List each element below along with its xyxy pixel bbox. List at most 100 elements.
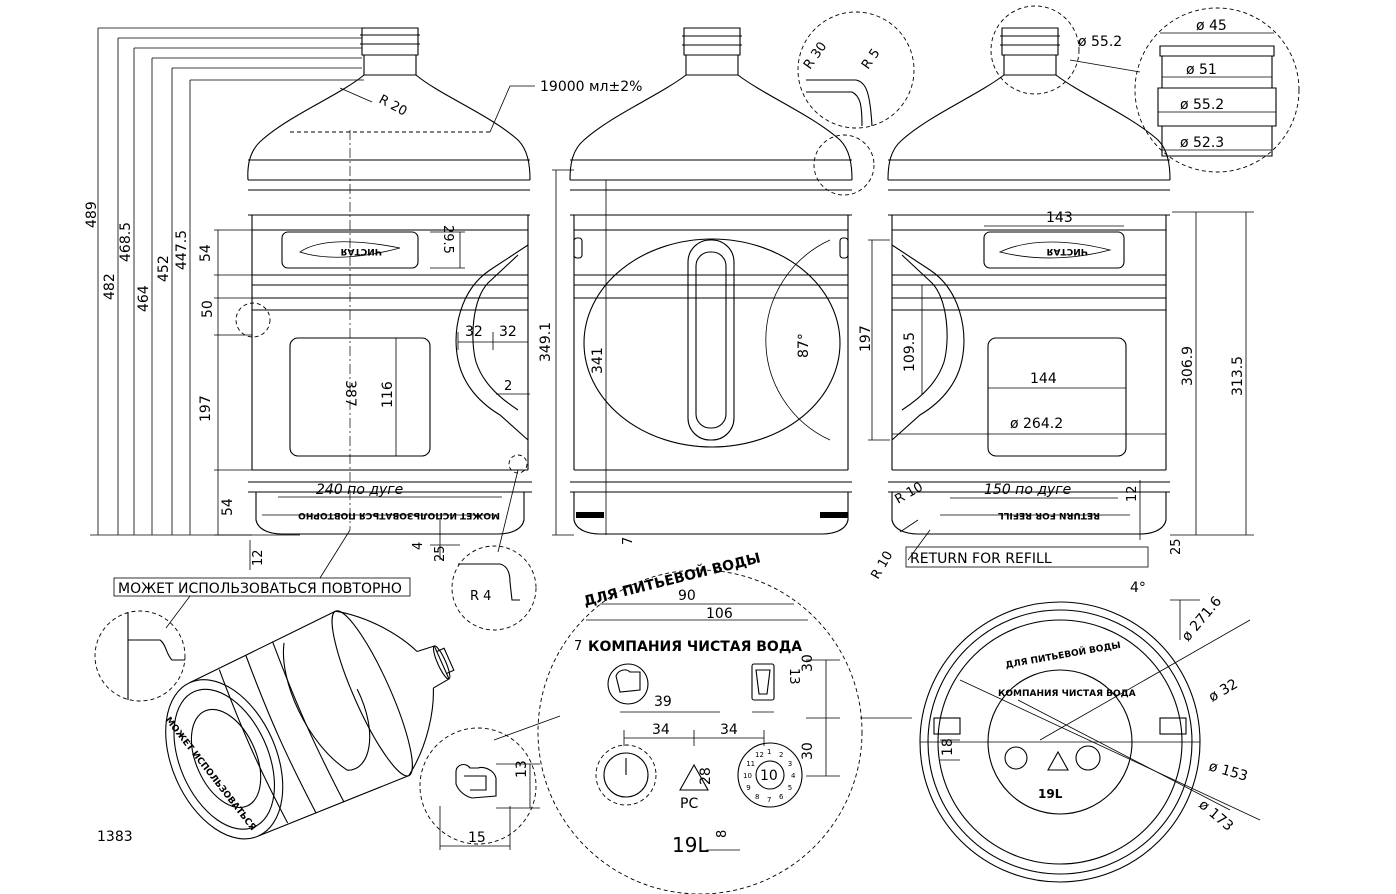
dim-54-top: 54 [198,244,214,262]
front-base-text: МОЖЕТ ИСПОЛЬЗОВАТЬСЯ ПОВТОРНО [298,510,500,520]
side-view: 349.1 341 87° [538,27,875,536]
logo-text-front: ЧИСТАЯ [340,246,382,256]
date-wheel-number: 7 [767,796,771,804]
back-view: ЧИСТАЯ RETURN FOR REFILL 143 197 109.5 1… [858,5,1254,582]
dim-neck-51: ø 51 [1186,62,1217,78]
date-wheel-number: 2 [779,751,783,759]
dim-87-deg: 87° [796,333,812,358]
detail-radius: R 30 R 5 [797,11,915,129]
bottom-view-volume: 19L [1038,787,1063,801]
dim-32-bottom: ø 32 [1206,676,1241,705]
front-internal-dims: 29.5 387 116 32 32 2 240 по дуге 12 4 25… [113,225,537,631]
recycle-28: 28 [698,767,714,785]
dim-r10b: R 10 [868,549,896,582]
dim-50: 50 [200,300,216,318]
date-wheel-number: 3 [788,760,792,768]
date-wheel-number: 9 [746,784,750,792]
dim-8: 8 [715,830,730,838]
dim-r10a: R 10 [893,480,926,508]
dim-447-5: 447.5 [174,230,190,270]
dim-13a: 13 [786,668,801,685]
dim-39: 39 [654,694,672,710]
dim-32a: 32 [465,324,483,340]
dim-197-back: 197 [858,325,874,352]
iso-ring-text: МОЖЕТ ИСПОЛЬЗОВАТЬСЯ [163,716,258,833]
logo-detail: 15 13 [419,715,561,850]
recycle-pc: PC [680,796,698,812]
date-wheel-number: 6 [779,793,784,801]
dim-144: 144 [1030,371,1057,387]
dim-7b: 7 [574,639,582,654]
dim-106: 106 [706,606,733,622]
dim-25-front: 25 [433,545,448,562]
date-wheel-number: 5 [788,784,792,792]
dim-neck-52-3: ø 52.3 [1180,135,1224,151]
bottom-view: ДЛЯ ПИТЬЕВОЙ ВОДЫ КОМПАНИЯ ЧИСТАЯ ВОДА 1… [919,580,1261,883]
dim-2: 2 [504,379,512,394]
dim-neck-55-2-out: ø 55.2 [1078,34,1122,50]
dim-116: 116 [380,381,396,408]
dim-30b: 30 [800,742,816,760]
left-dimensions: 489 482 468.5 464 452 447.5 54 50 197 54 [84,27,364,536]
dim-271-6: ø 271.6 [1179,594,1225,645]
dim-34a: 34 [652,722,670,738]
dim-143: 143 [1046,210,1073,226]
isometric-view: МОЖЕТ ИСПОЛЬЗОВАТЬСЯ [163,610,455,840]
bottom-detail-company-text: КОМПАНИЯ ЧИСТАЯ ВОДА [588,639,802,655]
dim-468-5: 468.5 [118,222,134,262]
date-wheel-number: 4 [791,772,796,780]
reuse-detail [94,595,191,702]
front-view: ЧИСТАЯ МОЖЕТ ИСПОЛЬЗОВАТЬСЯ ПОВТОРНО R 2… [235,27,642,535]
date-wheel-number: 11 [746,760,755,768]
dim-240-arc: 240 по дуге [316,482,403,498]
bottom-view-company-text: КОМПАНИЯ ЧИСТАЯ ВОДА [998,689,1136,699]
date-wheel-number: 8 [755,793,759,801]
dim-90: 90 [678,588,696,604]
dim-34b: 34 [720,722,738,738]
logo-text-back: ЧИСТАЯ [1046,246,1088,256]
dim-482: 482 [102,273,118,300]
dim-452: 452 [156,255,172,282]
bottom-detail: ДЛЯ ПИТЬЕВОЙ ВОДЫ КОМПАНИЯ ЧИСТАЯ ВОДА 9… [537,537,863,894]
dim-349-1: 349.1 [538,322,554,362]
dim-12-back: 12 [1125,485,1140,502]
dim-18: 18 [940,738,956,756]
dim-neck-55-2: ø 55.2 [1180,97,1224,113]
dim-264-2: ø 264.2 [1010,416,1063,432]
drawing-number: 1383 [97,829,133,845]
dim-4-deg: 4° [1130,580,1146,596]
dim-32b: 32 [499,324,517,340]
dim-464: 464 [136,285,152,312]
date-wheel-number: 1 [767,748,771,756]
dim-306-9: 306.9 [1180,346,1196,386]
back-base-text: RETURN FOR REFILL [998,510,1100,520]
neck-detail: ø 45 ø 51 ø 55.2 ø 52.3 ø 55.2 [1069,7,1300,173]
dim-341: 341 [590,347,606,374]
refill-label: RETURN FOR REFILL [910,551,1052,567]
dim-15: 15 [468,830,486,846]
bottom-detail-drinking-text: ДЛЯ ПИТЬЕВОЙ ВОДЫ [582,549,762,609]
bottom-view-drinking-text: ДЛЯ ПИТЬЕВОЙ ВОДЫ [1004,639,1121,671]
dim-489: 489 [84,201,100,228]
volume-note: 19000 мл±2% [540,79,642,95]
dim-r20: R 20 [376,92,409,119]
date-wheel-center: 10 [760,768,778,784]
date-wheel-number: 10 [743,772,752,780]
dim-r30: R 30 [801,39,830,72]
bottom-detail-volume: 19L [672,833,709,857]
dim-197-front: 197 [198,395,214,422]
dim-313-5: 313.5 [1230,356,1246,396]
dim-r5: R 5 [859,46,884,72]
dim-30a: 30 [800,654,816,672]
dim-153: ø 153 [1207,758,1250,784]
dim-4-front: 4 [411,542,426,550]
dim-r4: R 4 [470,589,491,604]
dim-25-back: 25 [1169,538,1184,555]
dim-54-bot: 54 [220,498,236,516]
dim-387: 387 [342,380,358,407]
dim-neck-45: ø 45 [1196,18,1227,34]
dim-150-arc: 150 по дуге [984,482,1071,498]
dim-12-front: 12 [251,549,266,566]
